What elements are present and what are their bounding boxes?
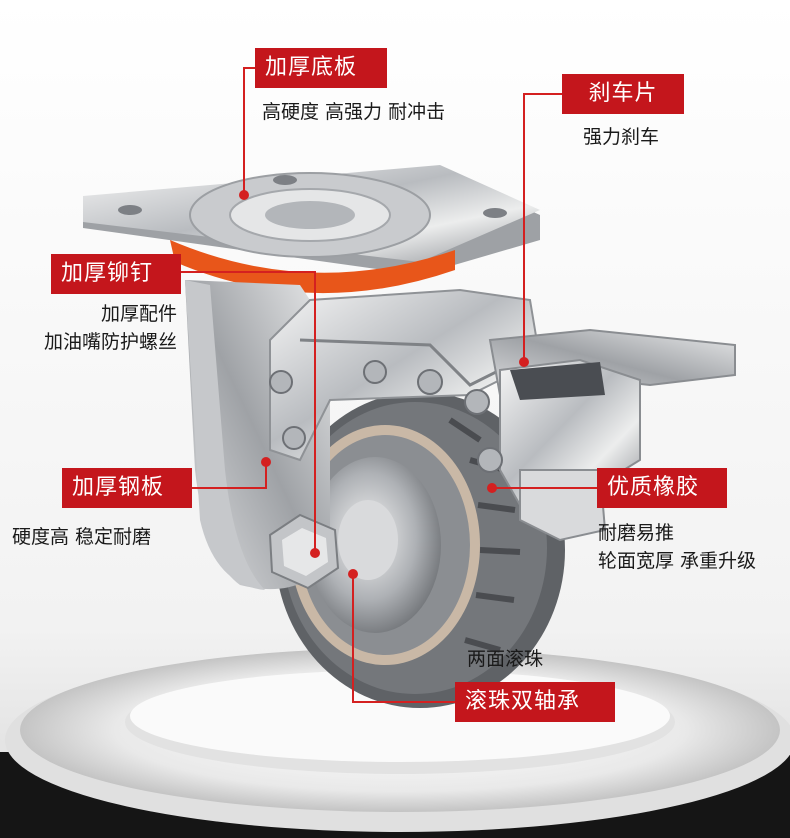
base-plate-desc: 高硬度 高强力 耐冲击 (262, 101, 446, 123)
steel-plate-desc: 硬度高 稳定耐磨 (12, 526, 152, 548)
swivel-ring (170, 240, 455, 294)
rivet-desc-2: 加油嘴防护螺丝 (43, 331, 177, 353)
leader-bearing (352, 574, 455, 703)
axle-nut (268, 513, 340, 590)
base-plate-label: 加厚底板 (255, 48, 387, 88)
rivet-label: 加厚铆钉 (51, 254, 181, 294)
bearing-label: 滚珠双轴承 (455, 682, 615, 722)
rivet-desc-1: 加厚配件 (100, 303, 177, 325)
leader-brake-pad (523, 93, 562, 362)
rubber-desc-1: 耐磨易推 (598, 522, 675, 544)
brake-pad-label: 刹车片 (562, 74, 684, 114)
steel-plate-label: 加厚钢板 (62, 468, 192, 508)
base-plate (83, 165, 540, 275)
rubber-desc-2: 轮面宽厚 承重升级 (598, 550, 757, 572)
leader-lines (181, 67, 597, 703)
rubber-label: 优质橡胶 (597, 468, 727, 508)
brake-pad-desc: 强力刹车 (583, 126, 660, 148)
leader-steel-plate (192, 462, 267, 489)
leader-dots (239, 190, 529, 579)
bearing-desc: 两面滚珠 (467, 648, 544, 670)
leader-base-plate (243, 67, 255, 195)
leader-rivet (181, 271, 316, 553)
